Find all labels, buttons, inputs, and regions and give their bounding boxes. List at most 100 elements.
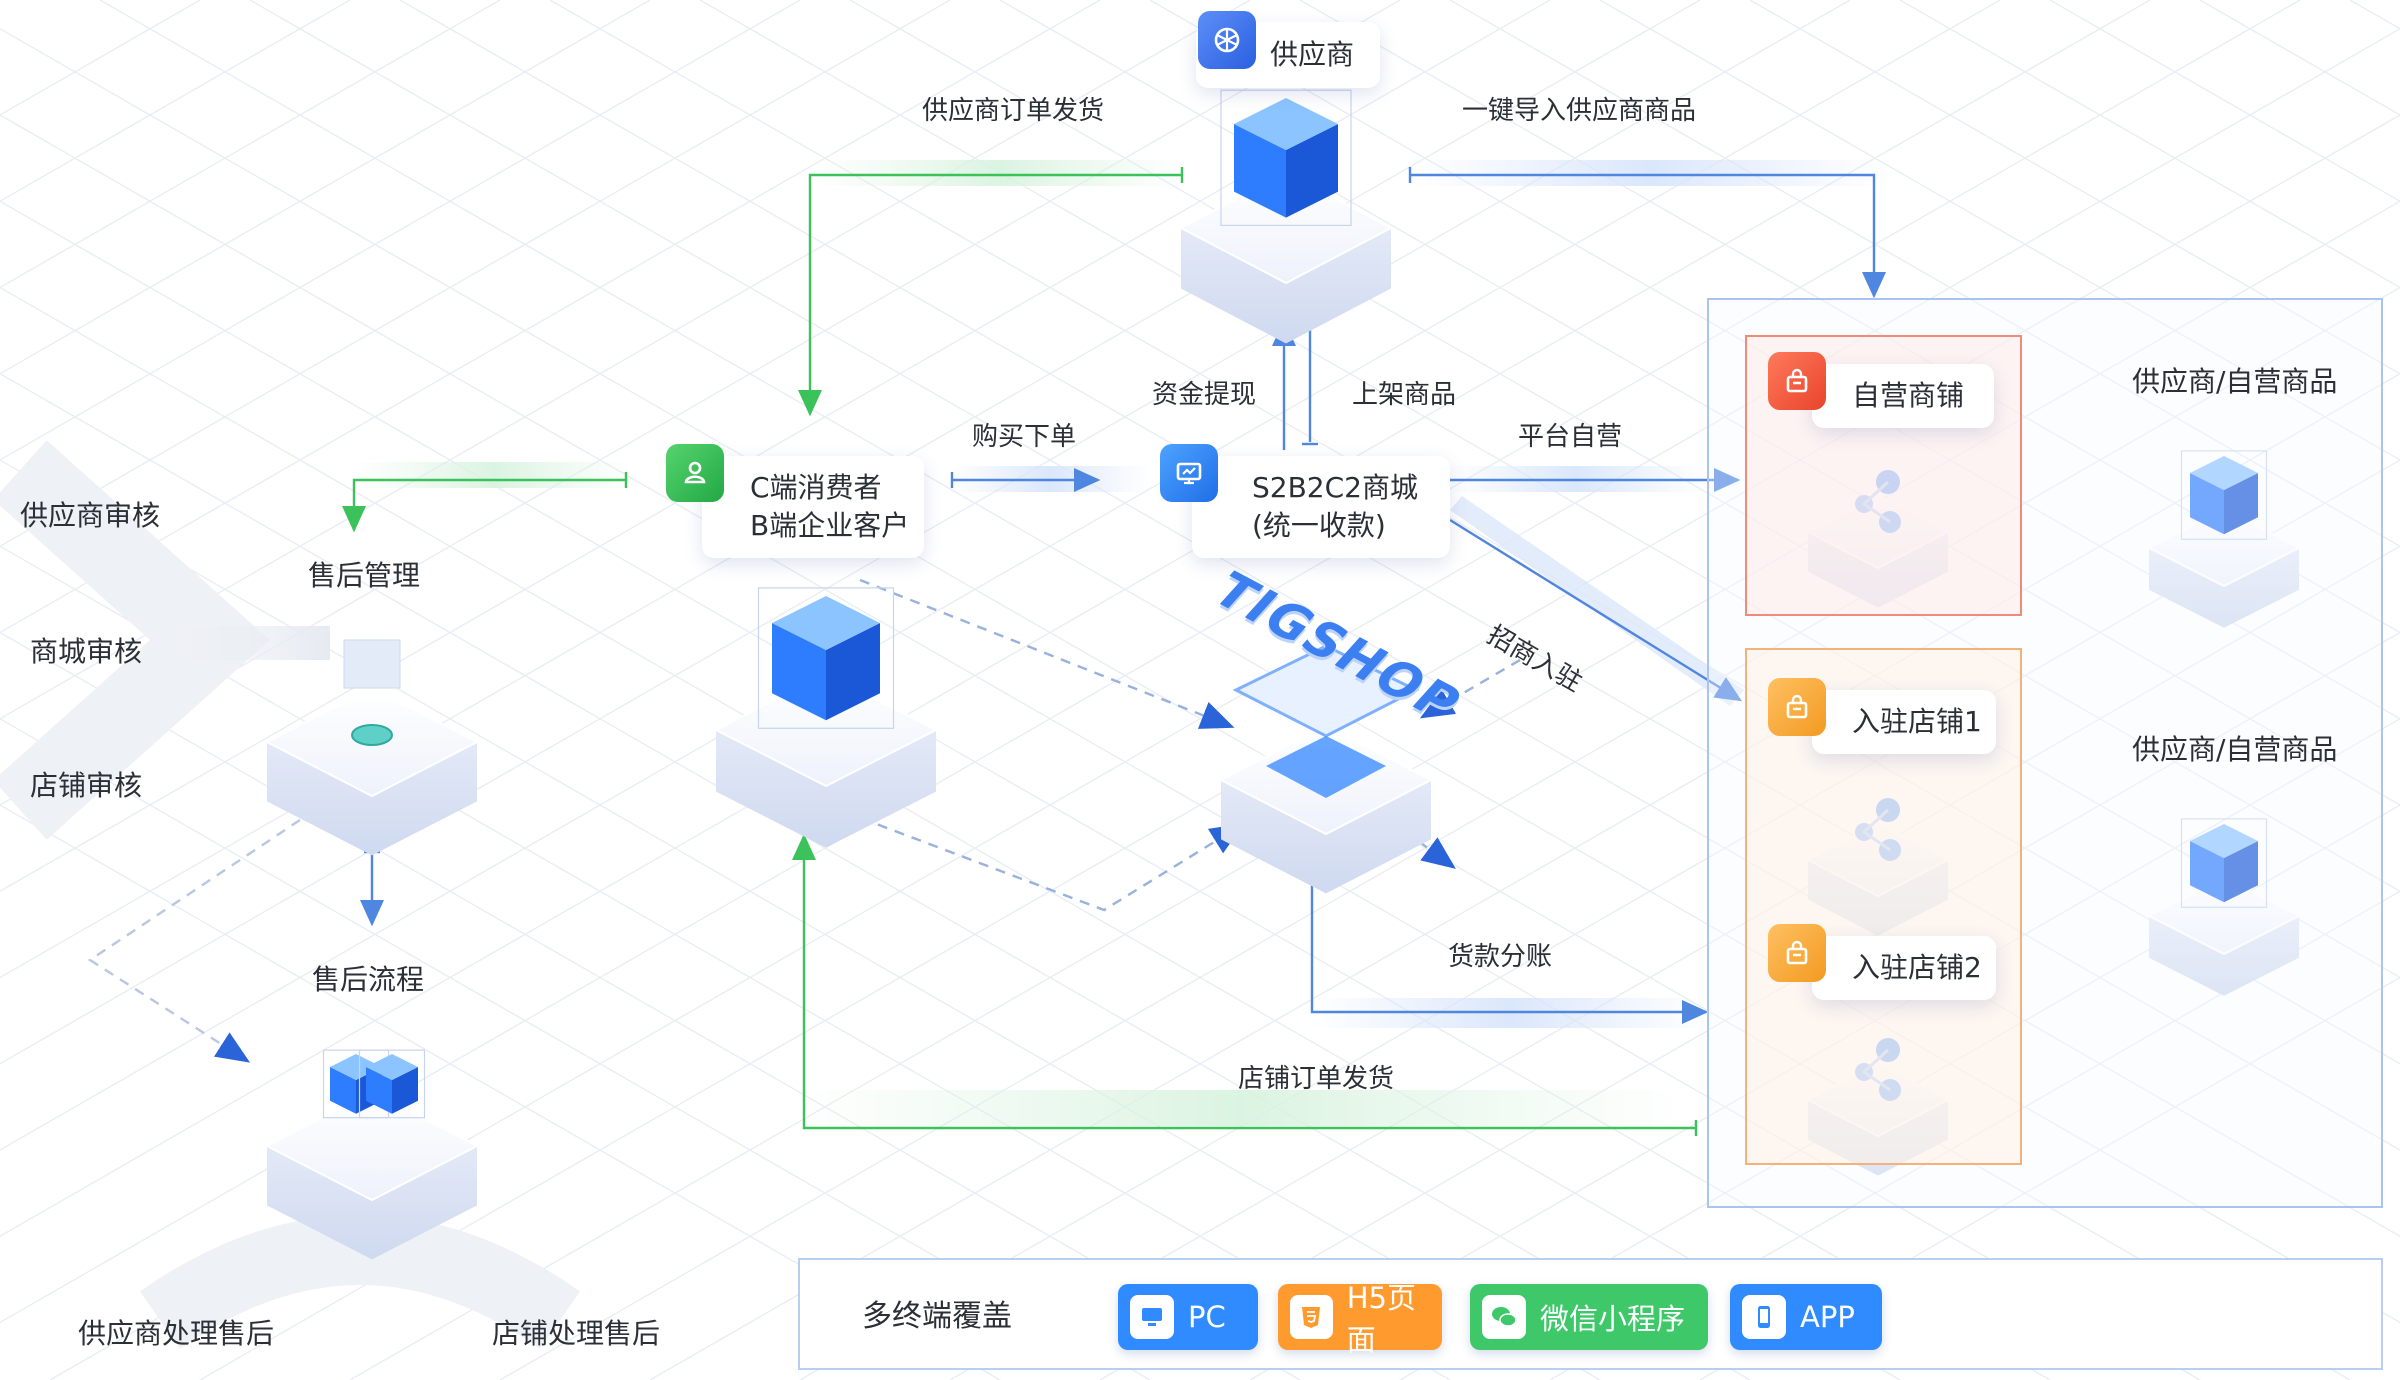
cube-face [772,623,826,721]
cube-face [1286,124,1338,218]
supplier-handle-label: 供应商处理售后 [78,1317,275,1350]
supplier-label: 供应商 [1270,38,1355,71]
cube-face [366,1054,418,1080]
supplier-goods-cube-2 [2180,818,2268,908]
grid-line [1449,0,2400,548]
shop-order-ship-label: 店铺订单发货 [1238,1064,1395,1094]
cube-face [2224,473,2258,535]
after-sales-cube [358,1049,426,1119]
shop1-card: 入驻店铺1 [1768,678,1996,754]
terminals-title: 多终端覆盖 [862,1299,1012,1334]
monitor-icon [1130,1295,1174,1339]
grid-line [1249,717,2400,1380]
import-arrow [1410,173,1886,299]
grid-line [949,545,2400,1380]
list-goods-label: 上架商品 [1352,380,1457,410]
terminal-wechat: 微信小程序 [1470,1284,1708,1350]
shop-bag-icon [1768,352,1826,410]
grid-line [1699,976,2400,1380]
grid-line [999,0,2400,806]
review-flow-band [160,626,330,660]
cube-face [366,1067,392,1114]
consumer-cube [757,587,895,729]
dashed-to-core [859,578,1235,729]
grid-line [0,0,501,289]
monitor-icon [1160,444,1218,502]
consumer-card: C端消费者 B端企业客户 [666,444,924,558]
phone-icon [1742,1295,1786,1339]
tigshop-core-glow [1266,736,1386,798]
grid-line [1099,631,2400,1380]
terminal-pc: PC [1118,1284,1258,1350]
cube-face [2190,824,2258,858]
grid-line [0,0,651,375]
supplier-cube [1220,89,1352,226]
supplier-ship-arrow [798,173,1182,417]
supplier-card: 供应商 [1196,11,1380,88]
after-sales-flow-label: 售后流程 [312,963,425,996]
shop2-label: 入驻店铺2 [1852,951,1982,984]
flow-arrows [0,160,1890,1349]
wechat-icon [1482,1295,1526,1339]
supplier-ship-glow [810,160,1190,186]
dashed-after-sales [87,819,301,1063]
cube-frame [2180,818,2268,908]
consumer-label-1: C端消费者 [750,471,882,504]
cube-face [826,623,880,721]
after-sales-pillar [343,639,401,689]
terminal-wechat-label: 微信小程序 [1540,1302,1686,1336]
after-sales-flow-platform [264,1090,480,1260]
tigshop-screen [1232,644,1420,738]
terminal-app: APP [1730,1284,1882,1350]
platform-side [1181,228,1391,344]
cube-frame [1220,89,1352,226]
after-sales-disc [351,724,393,746]
grid-line [0,0,951,548]
grid-line [0,0,2151,1238]
one-click-import-label: 一键导入供应商商品 [1462,96,1697,126]
platform-side [267,1146,477,1260]
platform-top [2146,508,2302,588]
grid-line [1149,0,2400,720]
self-shop-card: 自营商铺 [1768,352,1994,428]
buy-order-label: 购买下单 [972,422,1077,452]
cube-face [330,1067,356,1114]
cube-face [772,596,880,650]
after-sales-handle-band [139,1215,581,1349]
grid-line [1749,0,2400,375]
mall-review-label: 商城审核 [30,635,143,668]
cube-frame [2180,450,2268,540]
consumer-label-2: B端企业客户 [750,509,910,542]
cube-face [1234,98,1338,150]
cube-frame [757,587,895,729]
grid-line [399,0,2400,1151]
shop1-label: 入驻店铺1 [1852,705,1982,738]
platform-top [264,1090,480,1202]
platform-side [716,730,936,848]
mall-label-2: (统一收款) [1252,509,1386,542]
grid-line [1899,0,2400,289]
cube-frame [358,1049,426,1119]
grid-line [0,0,1251,720]
mall-label-1: S2B2C2商城 [1252,471,1418,504]
grid-line [499,286,2400,1380]
self-shop-label: 自营商铺 [1852,379,1965,412]
platform-side [1221,780,1431,894]
supplier-order-ship-label: 供应商订单发货 [922,96,1105,126]
merchant-join-arrow [1449,518,1743,702]
supplier-goods-label-2: 供应商/自营商品 [2132,733,2338,766]
payment-split-label: 货款分账 [1448,942,1553,972]
after-sales-mgmt-platform [264,686,480,856]
cube-face [392,1067,418,1114]
supplier-goods-platform-2 [2146,876,2302,996]
import-glow [1410,160,1890,186]
cube-face [2190,473,2224,535]
grid-line [0,0,1101,634]
payment-split-arrow [1310,870,1709,1024]
shop-ship-glow [790,1090,1690,1126]
shop-review-label: 店铺审核 [30,769,143,802]
supplier-review-label: 供应商审核 [20,499,161,532]
users-icon [666,444,724,502]
cube-face [2224,841,2258,903]
